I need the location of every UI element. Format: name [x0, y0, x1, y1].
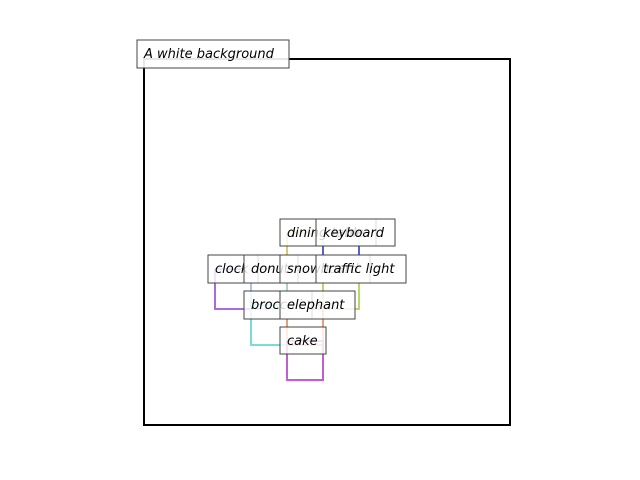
label-clock-text: clock	[215, 262, 249, 277]
label-cake-text: cake	[287, 334, 318, 349]
caption-box: A white background	[136, 39, 290, 69]
label-elephant-text: elephant	[287, 298, 345, 313]
caption-text: A white background	[143, 47, 275, 62]
label-traffic-light-text: traffic light	[323, 262, 395, 277]
label-cake: cake	[279, 326, 327, 355]
label-keyboard-text: keyboard	[323, 226, 385, 241]
label-traffic-light: traffic light	[315, 254, 407, 284]
label-keyboard: keyboard	[315, 218, 396, 247]
label-elephant: elephant	[279, 290, 356, 320]
object-labels: dining table keyboard clock donut snowbo…	[207, 218, 407, 355]
